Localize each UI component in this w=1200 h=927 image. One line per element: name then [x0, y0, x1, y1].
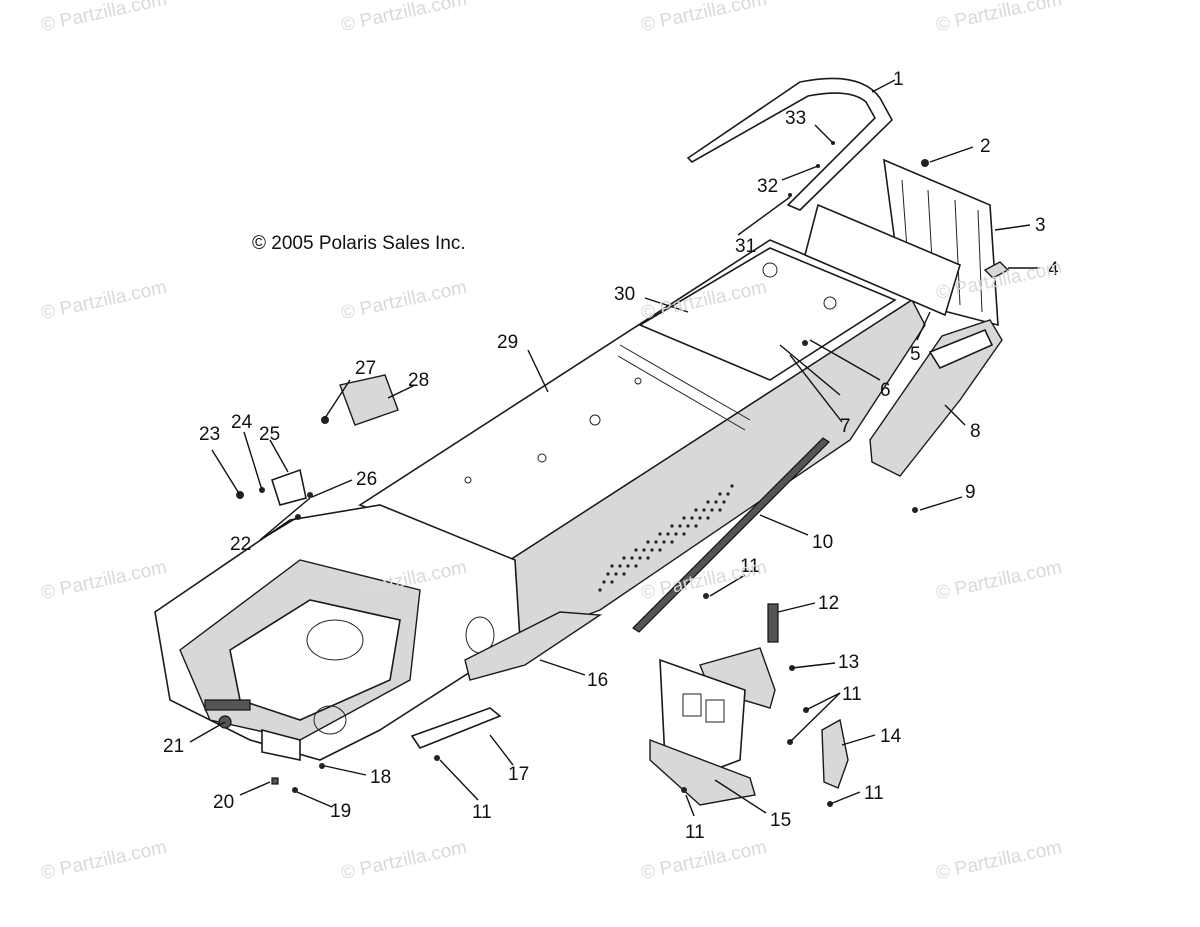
perforation-hole [670, 540, 674, 544]
perforation-hole [698, 516, 702, 520]
chassis-tunnel [358, 239, 926, 641]
callout-10: 10 [812, 532, 833, 553]
perforation-hole [718, 492, 722, 496]
perforation-hole [598, 588, 602, 592]
callout-31: 31 [735, 236, 756, 257]
callout-labels: 1 2 3 4 5 6 7 8 9 10 11 12 13 11 14 11 1… [163, 69, 1059, 843]
callout-23: 23 [199, 424, 220, 445]
callout-4: 4 [1048, 259, 1059, 280]
perforation-hole [682, 516, 686, 520]
perforation-hole [690, 516, 694, 520]
perforation-hole [654, 540, 658, 544]
running-board-strip [632, 437, 830, 633]
callout-6: 6 [880, 380, 891, 401]
perforation-hole [618, 564, 622, 568]
perforation-hole [614, 572, 618, 576]
perforation-hole [706, 516, 710, 520]
perforation-hole [634, 548, 638, 552]
callout-19: 19 [330, 801, 351, 822]
perforation-hole [702, 508, 706, 512]
callout-24: 24 [231, 412, 253, 433]
callout-18: 18 [370, 767, 391, 788]
perforation-hole [666, 532, 670, 536]
callout-11b: 11 [842, 684, 862, 705]
callout-15: 15 [770, 810, 791, 831]
perforation-hole [722, 500, 726, 504]
perforation-hole [610, 564, 614, 568]
perforation-hole [662, 540, 666, 544]
grab-bar [686, 77, 893, 211]
callout-13: 13 [838, 652, 859, 673]
callout-21: 21 [163, 736, 184, 757]
callout-11c: 11 [864, 783, 884, 804]
callout-33: 33 [785, 108, 806, 129]
callout-1: 1 [893, 69, 904, 90]
perforation-hole [626, 564, 630, 568]
callout-5: 5 [910, 344, 921, 365]
callout-11e: 11 [472, 802, 492, 823]
perforation-hole [694, 524, 698, 528]
perforation-hole [622, 572, 626, 576]
perforation-hole [630, 556, 634, 560]
copyright-notice: © 2005 Polaris Sales Inc. [252, 233, 466, 254]
callout-9: 9 [965, 482, 976, 503]
perforation-hole [670, 524, 674, 528]
perforation-hole [718, 508, 722, 512]
perforation-hole [606, 572, 610, 576]
callout-28: 28 [408, 370, 429, 391]
callout-22: 22 [230, 534, 251, 555]
callout-29: 29 [497, 332, 518, 353]
perforation-hole [638, 556, 642, 560]
callout-30: 30 [614, 284, 635, 305]
callout-16: 16 [587, 670, 608, 691]
callout-32: 32 [757, 176, 778, 197]
leader-lines [189, 79, 1040, 817]
perforation-hole [678, 524, 682, 528]
callout-11d: 11 [685, 822, 705, 843]
perforation-hole [646, 540, 650, 544]
flap-decal [804, 203, 961, 317]
perforation-hole [650, 548, 654, 552]
perforation-hole [694, 508, 698, 512]
callout-11: 11 [740, 556, 760, 577]
perforation-hole [602, 580, 606, 584]
perforation-hole [674, 532, 678, 536]
perforation-hole [682, 532, 686, 536]
callout-25: 25 [259, 424, 280, 445]
perforation-hole [714, 500, 718, 504]
perforation-hole [634, 564, 638, 568]
shield-plate-14 [821, 718, 849, 789]
rear-bumper [869, 319, 1003, 477]
callout-20: 20 [213, 792, 234, 813]
callout-7: 7 [840, 416, 851, 437]
plate-17 [410, 707, 502, 749]
perforation-hole [710, 508, 714, 512]
callout-3: 3 [1035, 215, 1046, 236]
callout-27: 27 [355, 358, 376, 379]
front-bulkhead [154, 504, 521, 761]
hinge-25 [271, 468, 307, 506]
perforation-hole [646, 556, 650, 560]
sticker [983, 261, 1010, 279]
perforation-hole [658, 532, 662, 536]
bracket-12 [767, 603, 779, 643]
callout-17: 17 [508, 764, 529, 785]
bracket-28 [339, 374, 399, 426]
lower-rail [464, 611, 603, 681]
callout-26: 26 [356, 469, 377, 490]
perforation-hole [730, 484, 734, 488]
callout-2: 2 [980, 136, 991, 157]
perforation-hole [642, 548, 646, 552]
perforation-hole [726, 492, 730, 496]
callout-14: 14 [880, 726, 902, 747]
perforation-hole [622, 556, 626, 560]
perforation-hole [706, 500, 710, 504]
callout-12: 12 [818, 593, 839, 614]
perforation-hole [658, 548, 662, 552]
perforation-hole [686, 524, 690, 528]
callout-8: 8 [970, 421, 981, 442]
perforation-hole [610, 580, 614, 584]
